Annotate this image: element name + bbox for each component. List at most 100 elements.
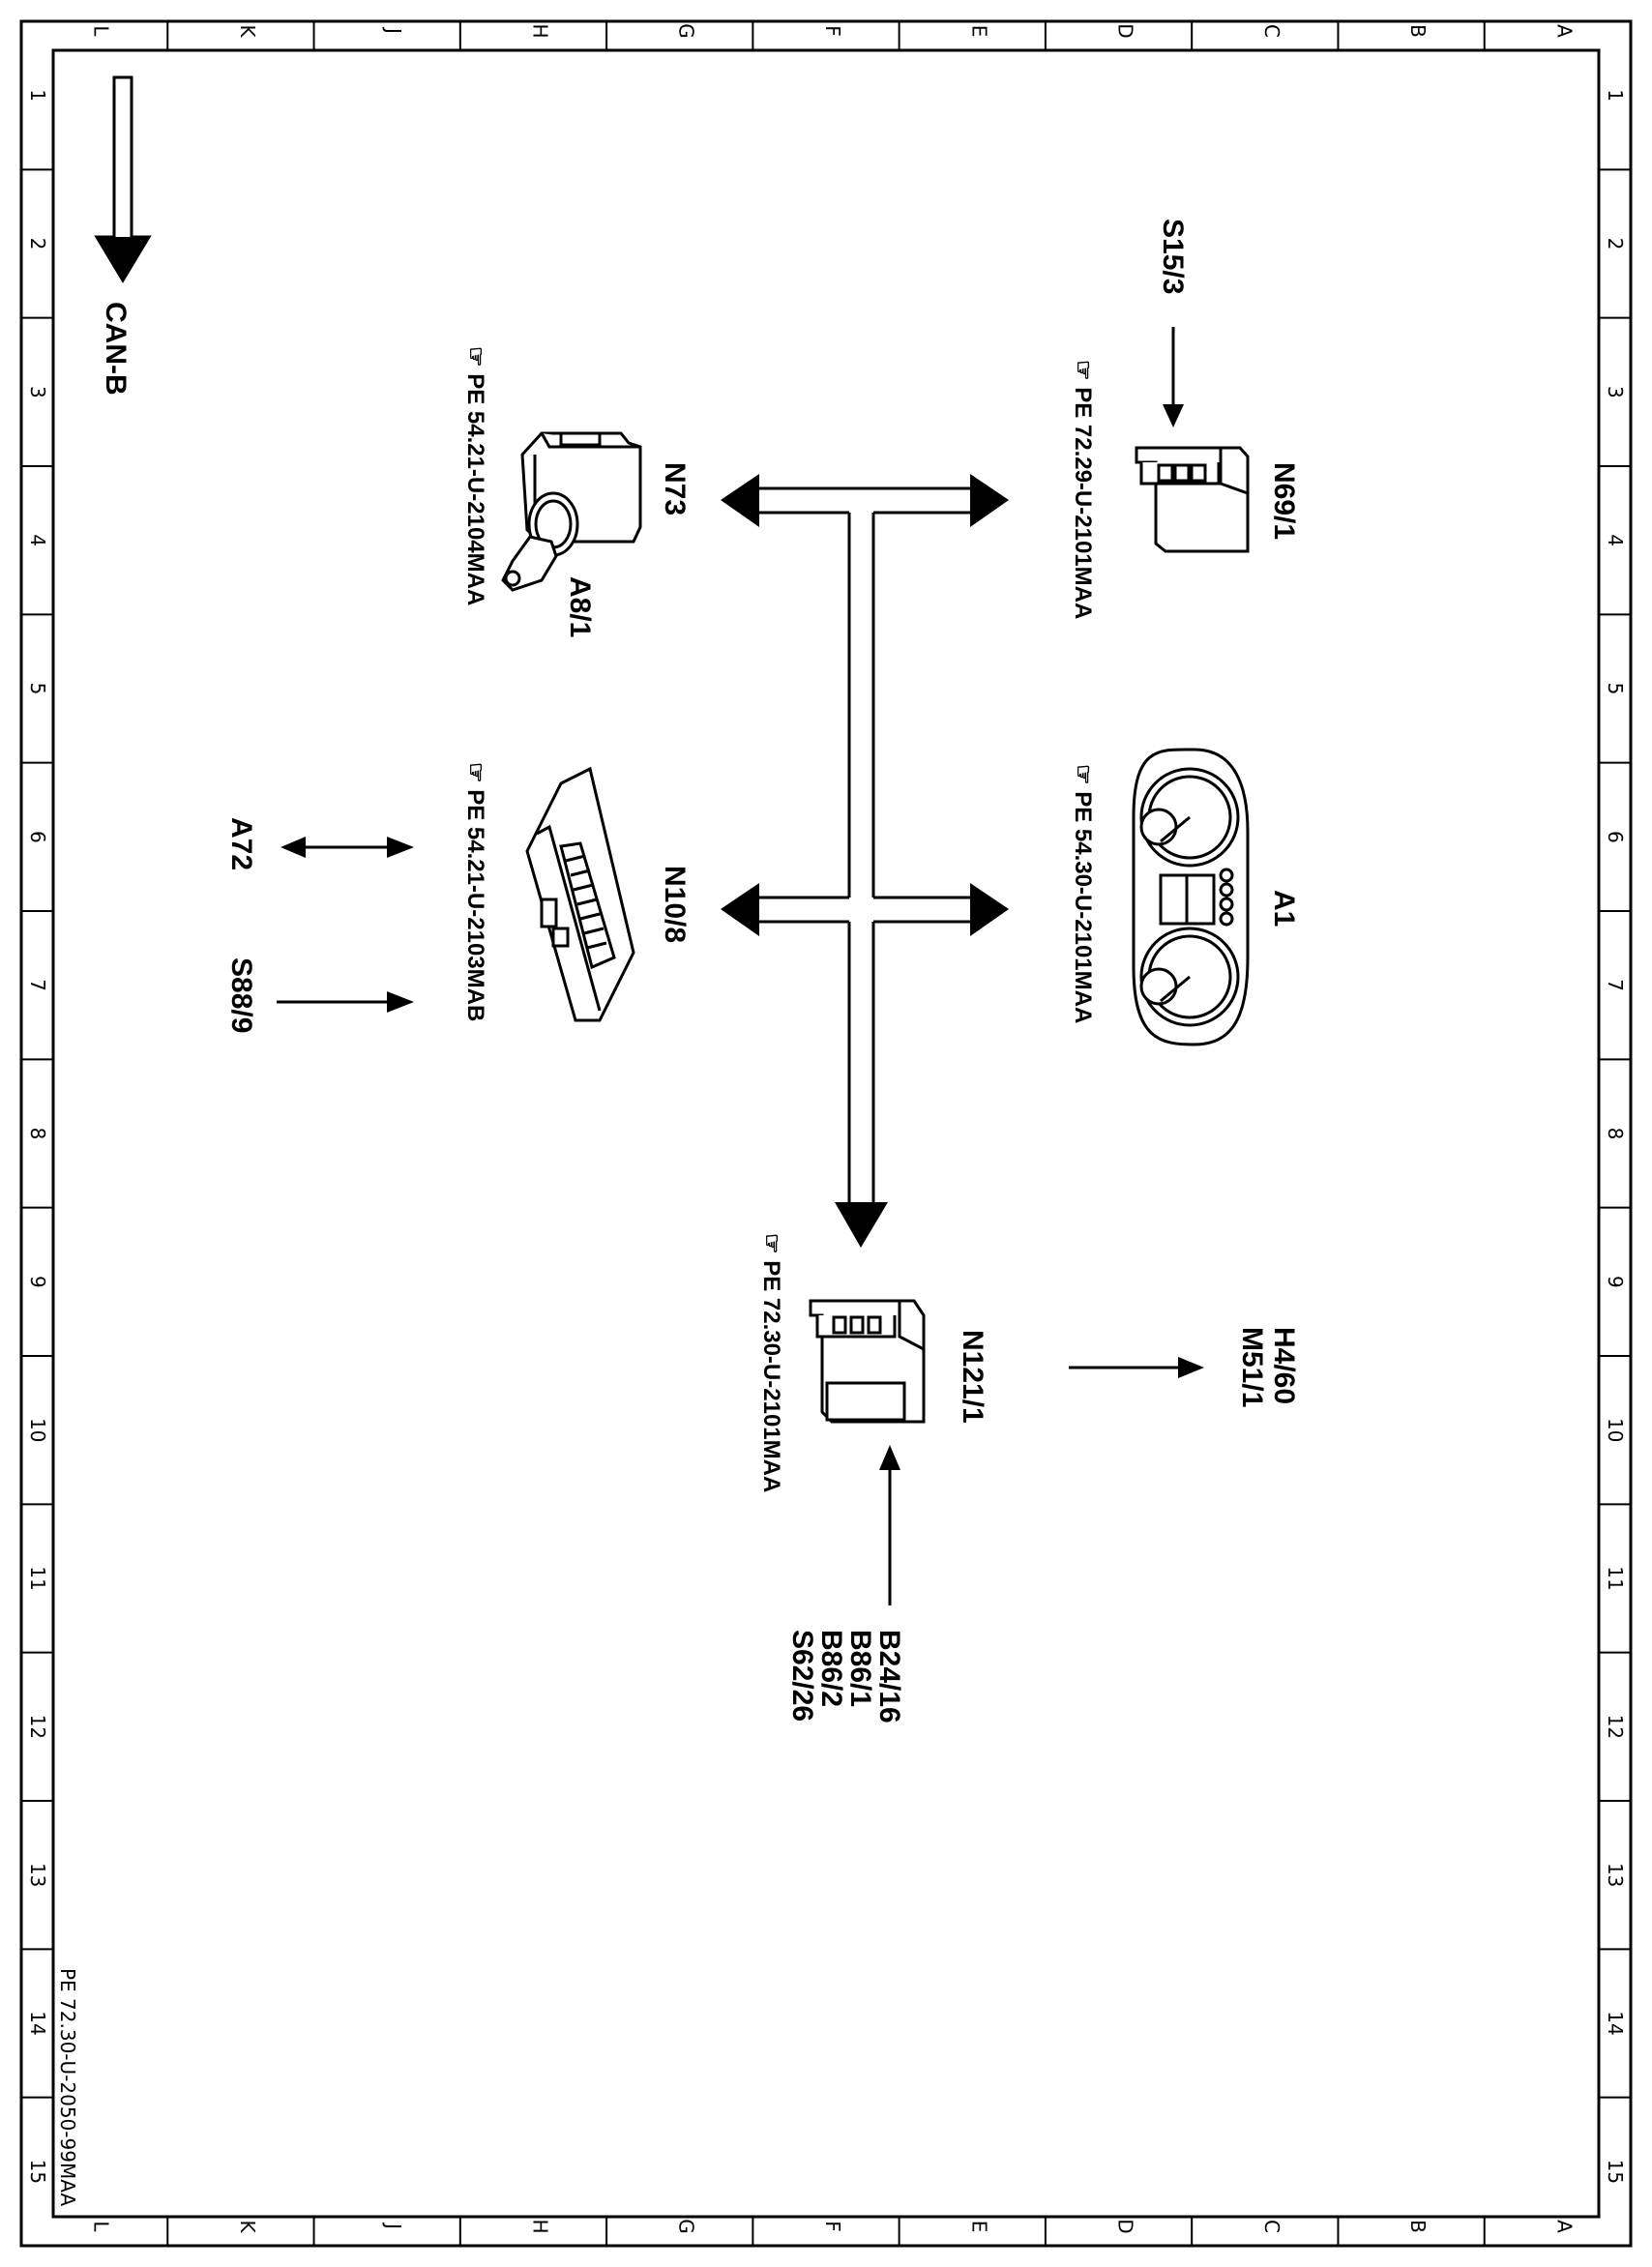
row-label-right: 15 bbox=[1604, 2160, 1627, 2184]
control-module-icon bbox=[809, 1299, 926, 1424]
outer-border bbox=[19, 19, 1633, 2248]
arrow-up-icon bbox=[879, 1445, 900, 1470]
component-n73: N73 A8/1 ☞ PE 54.21-U-2104MAA bbox=[462, 346, 691, 637]
column-label-bottom: B bbox=[1406, 2220, 1430, 2233]
row-label-left: 6 bbox=[26, 831, 49, 843]
row-label-left: 4 bbox=[26, 534, 49, 546]
column-label-bottom: G bbox=[675, 2219, 698, 2234]
a1-label: A1 bbox=[1268, 890, 1300, 927]
component-a1: A1 ☞ PE 54.30-U-2101MAA bbox=[1070, 748, 1300, 1046]
n10-8-label: N10/8 bbox=[659, 866, 691, 943]
row-label-right: 4 bbox=[1604, 534, 1627, 546]
b24-16-label: B24/16 bbox=[873, 1630, 905, 1723]
column-label-bottom: E bbox=[967, 2221, 990, 2233]
column-label-bottom: C bbox=[1260, 2220, 1283, 2233]
row-label-left: 12 bbox=[26, 1715, 49, 1739]
row-label-left: 15 bbox=[26, 2160, 49, 2184]
column-label-top: F bbox=[821, 25, 844, 37]
column-label-bottom: A bbox=[1552, 2220, 1576, 2233]
pe-ref-n10-8: ☞ PE 54.21-U-2103MAB bbox=[462, 762, 488, 1021]
arrow-left-icon bbox=[721, 474, 759, 527]
b86-1-label: B86/1 bbox=[844, 1630, 876, 1707]
row-label-right: 3 bbox=[1604, 386, 1627, 398]
column-label-bottom: D bbox=[1114, 2219, 1137, 2233]
s15-3-label: S15/3 bbox=[1157, 219, 1189, 294]
row-label-left: 3 bbox=[26, 386, 49, 398]
column-label-bottom: L bbox=[90, 2221, 113, 2232]
arrow-right-icon bbox=[387, 991, 414, 1013]
component-n10-8: N10/8 ☞ PE 54.21-U-2103MAB A72 S88/9 bbox=[225, 762, 691, 1033]
column-labels: L L K K J J H H G G F F E E D D C C B B A A bbox=[90, 23, 1577, 2234]
ignition-switch-icon bbox=[501, 431, 642, 592]
row-label-right: 14 bbox=[1604, 2011, 1627, 2035]
row-label-right: 12 bbox=[1604, 1715, 1627, 1739]
row-label-right: 8 bbox=[1604, 1128, 1627, 1140]
row-label-left: 8 bbox=[26, 1128, 49, 1140]
row-label-left: 1 bbox=[26, 89, 49, 102]
pe-ref-a1: ☞ PE 54.30-U-2101MAA bbox=[1070, 764, 1096, 1023]
column-label-top: G bbox=[675, 23, 698, 39]
arrow-down-icon bbox=[1163, 404, 1184, 427]
column-label-bottom: J bbox=[382, 2222, 405, 2229]
column-label-top: K bbox=[236, 24, 259, 38]
row-label-left: 9 bbox=[26, 1276, 49, 1288]
n73-label: N73 bbox=[659, 462, 691, 515]
row-label-left: 14 bbox=[26, 2011, 49, 2035]
inner-border bbox=[51, 48, 1601, 2219]
a8-1-label: A8/1 bbox=[564, 576, 596, 637]
n121-1-label: N121/1 bbox=[957, 1330, 988, 1424]
can-b-label: CAN-B bbox=[100, 302, 132, 396]
column-label-top: E bbox=[967, 25, 990, 38]
can-b-indicator: CAN-B bbox=[94, 75, 152, 396]
arrow-left-icon bbox=[721, 883, 759, 936]
bus-arrowheads bbox=[721, 474, 1009, 1248]
row-label-left: 7 bbox=[26, 979, 49, 991]
component-n121-1: N121/1 ☞ PE 72.30-U-2101MAA H4/60 M51/1 … bbox=[758, 1233, 1300, 1723]
row-label-left: 10 bbox=[26, 1418, 49, 1442]
column-label-bottom: H bbox=[528, 2219, 551, 2233]
column-label-top: C bbox=[1260, 24, 1283, 38]
pe-ref-n121-1: ☞ PE 72.30-U-2101MAA bbox=[758, 1233, 784, 1492]
row-label-right: 7 bbox=[1604, 979, 1627, 991]
column-label-top: H bbox=[528, 23, 551, 38]
row-label-right: 13 bbox=[1604, 1863, 1627, 1887]
arrowhead-icon bbox=[97, 237, 149, 280]
column-label-top: D bbox=[1114, 23, 1137, 38]
column-label-top: J bbox=[382, 26, 405, 34]
column-label-top: L bbox=[90, 25, 113, 37]
frame-ticks bbox=[21, 21, 1631, 2246]
control-module-icon bbox=[1135, 446, 1250, 553]
row-label-right: 10 bbox=[1604, 1418, 1627, 1442]
row-label-right: 5 bbox=[1604, 683, 1627, 695]
arrow-left-icon bbox=[280, 837, 306, 858]
row-label-left: 11 bbox=[26, 1566, 49, 1590]
relay-module-icon bbox=[525, 766, 635, 1022]
document-number: PE 72.30-U-2050-99MAA bbox=[56, 1968, 79, 2206]
row-label-left: 13 bbox=[26, 1863, 49, 1887]
instrument-cluster-icon bbox=[1132, 748, 1250, 1046]
row-label-right: 1 bbox=[1604, 89, 1627, 102]
pe-ref-n69-1: ☞ PE 72.29-U-2101MAA bbox=[1070, 360, 1096, 619]
row-label-left: 2 bbox=[26, 238, 49, 250]
row-label-right: 6 bbox=[1604, 831, 1627, 843]
can-bus bbox=[757, 486, 970, 1204]
h4-60-label: H4/60 bbox=[1268, 1327, 1300, 1404]
row-label-left: 5 bbox=[26, 683, 49, 695]
arrow-down-icon bbox=[835, 1202, 888, 1248]
s62-26-label: S62/26 bbox=[786, 1630, 818, 1722]
column-label-bottom: F bbox=[821, 2221, 844, 2232]
arrow-right-icon bbox=[387, 837, 414, 858]
row-label-right: 9 bbox=[1604, 1276, 1627, 1288]
row-label-right: 2 bbox=[1604, 238, 1627, 250]
arrow-right-icon bbox=[970, 883, 1009, 936]
a72-label: A72 bbox=[225, 817, 257, 870]
b86-2-label: B86/2 bbox=[815, 1630, 847, 1707]
column-label-top: A bbox=[1552, 24, 1576, 38]
column-label-top: B bbox=[1406, 24, 1430, 38]
arrow-right-icon bbox=[1178, 1357, 1204, 1378]
column-label-bottom: K bbox=[236, 2220, 259, 2233]
n69-1-label: N69/1 bbox=[1268, 462, 1300, 540]
m51-1-label: M51/1 bbox=[1236, 1327, 1268, 1407]
